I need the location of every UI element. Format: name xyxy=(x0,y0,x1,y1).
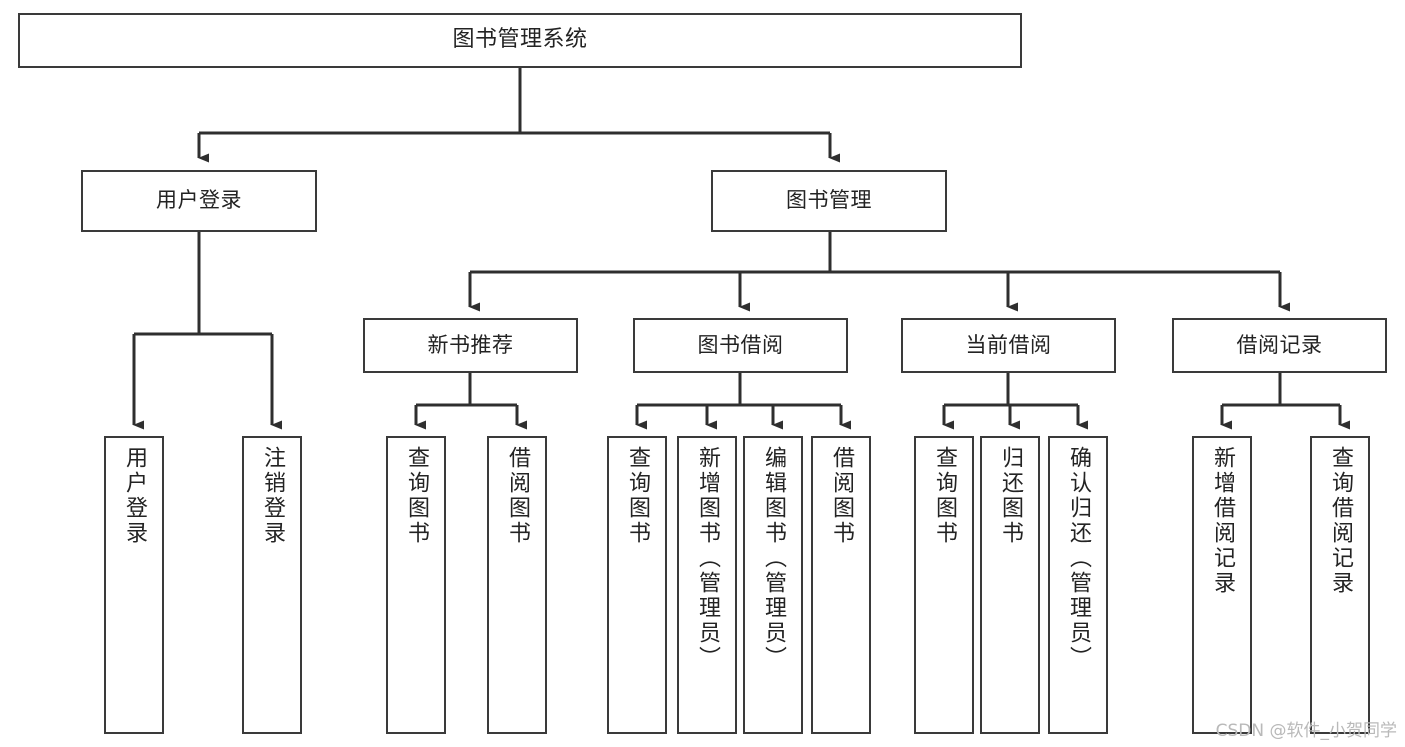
node-leaf-rec-add[interactable]: 新增借阅记录 xyxy=(1192,436,1252,734)
node-leaf-borrow-add[interactable]: 新增图书（管理员） xyxy=(677,436,737,734)
node-user-login[interactable]: 用户登录 xyxy=(81,170,317,232)
node-leaf-rec-add-label: 新增借阅记录 xyxy=(1210,446,1235,596)
node-leaf-borrow-query[interactable]: 查询图书 xyxy=(607,436,667,734)
node-leaf-user-logout[interactable]: 注销登录 xyxy=(242,436,302,734)
node-leaf-cur-query-label: 查询图书 xyxy=(932,446,957,546)
node-leaf-cur-return[interactable]: 归还图书 xyxy=(980,436,1040,734)
node-leaf-cur-return-label: 归还图书 xyxy=(998,446,1023,546)
node-leaf-rec-query-label: 查询图书 xyxy=(404,446,429,546)
node-book-manage[interactable]: 图书管理 xyxy=(711,170,947,232)
node-leaf-cur-confirm-label: 确认归还（管理员） xyxy=(1066,446,1091,671)
node-user-login-label: 用户登录 xyxy=(156,188,242,213)
node-new-book-rec[interactable]: 新书推荐 xyxy=(363,318,578,373)
node-leaf-borrow-query-label: 查询图书 xyxy=(625,446,650,546)
node-book-borrow-label: 图书借阅 xyxy=(697,332,784,357)
node-root[interactable]: 图书管理系统 xyxy=(18,13,1022,68)
node-leaf-rec-borrow[interactable]: 借阅图书 xyxy=(487,436,547,734)
node-leaf-cur-query[interactable]: 查询图书 xyxy=(914,436,974,734)
node-new-book-rec-label: 新书推荐 xyxy=(427,332,514,357)
node-book-manage-label: 图书管理 xyxy=(786,188,872,213)
node-leaf-user-logout-label: 注销登录 xyxy=(260,446,285,546)
node-leaf-borrow-add-label: 新增图书（管理员） xyxy=(695,446,720,671)
node-leaf-borrow-lend[interactable]: 借阅图书 xyxy=(811,436,871,734)
node-borrow-record[interactable]: 借阅记录 xyxy=(1172,318,1387,373)
node-leaf-borrow-edit-label: 编辑图书（管理员） xyxy=(761,446,786,671)
node-current-borrow-label: 当前借阅 xyxy=(965,332,1052,357)
node-root-label: 图书管理系统 xyxy=(452,27,588,53)
node-leaf-cur-confirm[interactable]: 确认归还（管理员） xyxy=(1048,436,1108,734)
node-book-borrow[interactable]: 图书借阅 xyxy=(633,318,848,373)
node-leaf-rec-borrow-label: 借阅图书 xyxy=(505,446,530,546)
node-borrow-record-label: 借阅记录 xyxy=(1236,332,1323,357)
node-leaf-rec-query[interactable]: 查询图书 xyxy=(386,436,446,734)
node-leaf-user-login-label: 用户登录 xyxy=(122,446,147,546)
node-leaf-rec-search[interactable]: 查询借阅记录 xyxy=(1310,436,1370,734)
node-leaf-rec-search-label: 查询借阅记录 xyxy=(1328,446,1353,596)
node-leaf-user-login[interactable]: 用户登录 xyxy=(104,436,164,734)
node-leaf-borrow-lend-label: 借阅图书 xyxy=(829,446,854,546)
node-leaf-borrow-edit[interactable]: 编辑图书（管理员） xyxy=(743,436,803,734)
node-current-borrow[interactable]: 当前借阅 xyxy=(901,318,1116,373)
